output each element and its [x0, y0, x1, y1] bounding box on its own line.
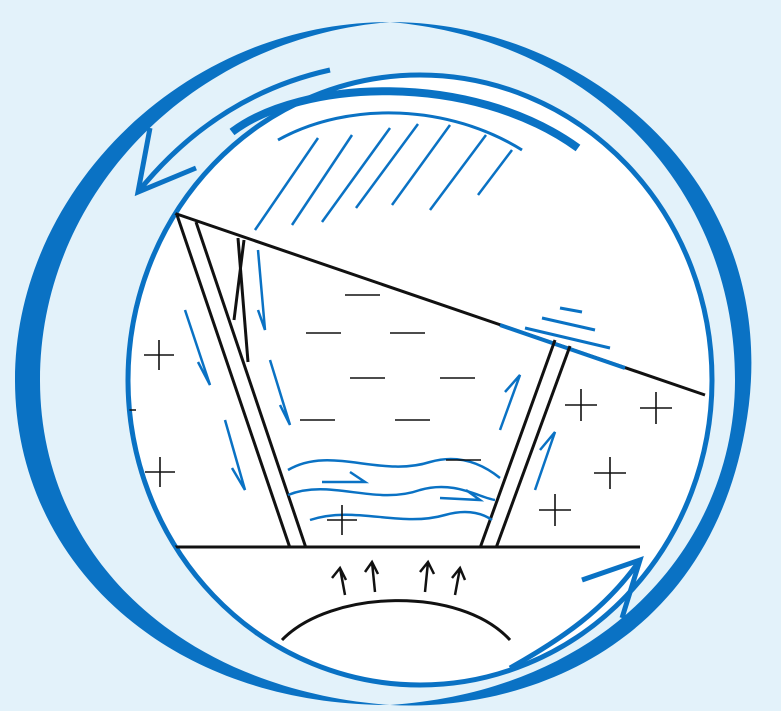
- geologic-cycle-diagram: [0, 0, 781, 711]
